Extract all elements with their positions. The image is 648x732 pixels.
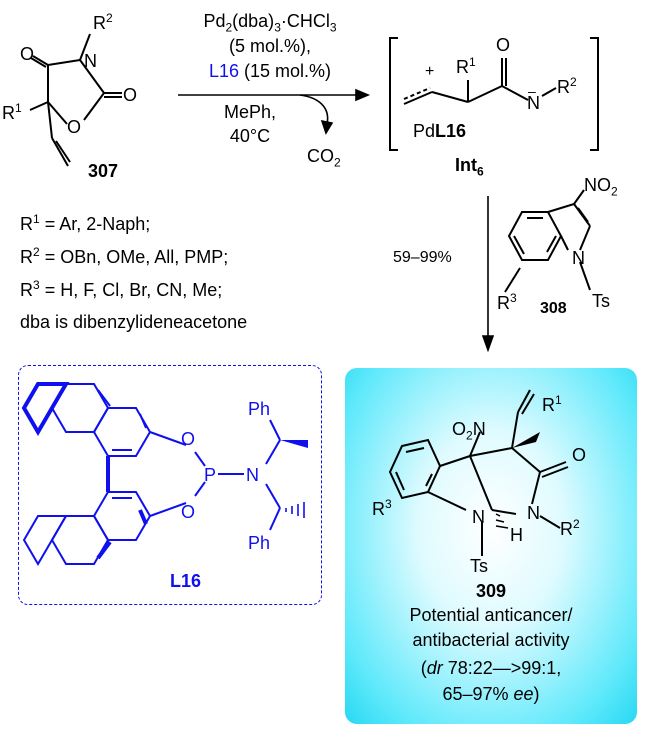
int-n-label: N [527,93,540,113]
def-r2: R2 = OBn, OMe, All, PMP; [20,245,229,267]
product-wedge [512,432,540,448]
ligand-o-upper: O [181,429,196,449]
catalyst-loading: (5 mol.%), [228,36,311,56]
int6-id: Int6 [455,155,484,179]
product-r3-label: R3 [372,497,392,519]
indole-no2-label: NO2 [584,175,618,199]
product-h-label: H [510,525,523,545]
structure-int6 [403,58,557,105]
product-activity-line2: antibacterial activity [412,630,570,650]
structure-308 [504,189,591,293]
arrow-step1 [178,88,371,135]
int-minus-sign: – [528,83,536,99]
sm-o-carbonyl-label: O [20,44,35,64]
ligand-n-label: N [246,465,259,485]
sm-r1-label: R1 [2,101,22,123]
indole-ts-label: Ts [592,291,610,311]
def-dba: dba is dibenzylideneacetone [20,312,248,332]
sm-o-ring-label: O [67,117,82,137]
structure-l16 [21,382,281,566]
int-o-label: O [496,35,511,55]
int-r2-label: R2 [557,75,577,97]
compound-309-id: 309 [475,581,507,601]
int-r1-label: R1 [456,55,476,77]
indole-n-label: N [572,248,585,268]
catalyst-line1: Pd2(dba)3·CHCl3 [203,11,337,35]
ligand-p-label: P [204,465,217,485]
ligand-loading: L16 (15 mol.%) [208,61,332,81]
compound-308-id: 308 [540,300,567,317]
ligand-ph-upper: Ph [248,399,271,419]
product-r2-label: R2 [560,517,580,539]
product-hash [495,513,509,529]
temperature-label: 40°C [229,126,271,146]
product-ee: 65–97% ee) [442,684,540,704]
int-pd-label: PdL16 [413,121,467,141]
product-o-label: O [572,445,587,465]
product-o2n-label: O2N [452,419,486,443]
co2-label: CO2 [307,146,341,170]
sm-n-label: N [84,51,97,71]
structure-309 [388,389,569,556]
ligand-hash [285,502,305,518]
int-plus-sign: + [425,63,435,80]
def-r1: R1 = Ar, 2-Naph; [20,212,151,234]
compound-307-id: 307 [88,161,119,181]
ligand-dashed-box [18,365,322,605]
product-n-lactam: N [527,503,540,523]
product-activity-line1: Potential anticancer/ [409,605,573,625]
ligand-ph-lower: Ph [248,533,271,553]
int6-brackets [389,37,599,151]
ligand-wedge [280,440,308,448]
ligand-o-lower: O [181,502,196,522]
def-r3: R3 = H, F, Cl, Br, CN, Me; [20,278,223,300]
indole-r3-label: R3 [497,291,517,313]
product-dr: (dr 78:22—>99:1, [420,658,562,678]
sm-o-urea-label: O [123,85,138,105]
ligand-l16-id: L16 [170,571,202,591]
sm-r2-label: R2 [93,11,113,33]
solvent-label: MePh, [223,102,277,122]
product-r1-label: R1 [542,393,562,415]
structure-307 [29,33,122,167]
step2-yield: 59–99% [393,249,452,266]
product-ts-label: Ts [470,556,488,576]
arrow-step2 [481,196,495,353]
product-n-indoline: N [472,507,485,527]
product-highlight-box [345,368,637,724]
